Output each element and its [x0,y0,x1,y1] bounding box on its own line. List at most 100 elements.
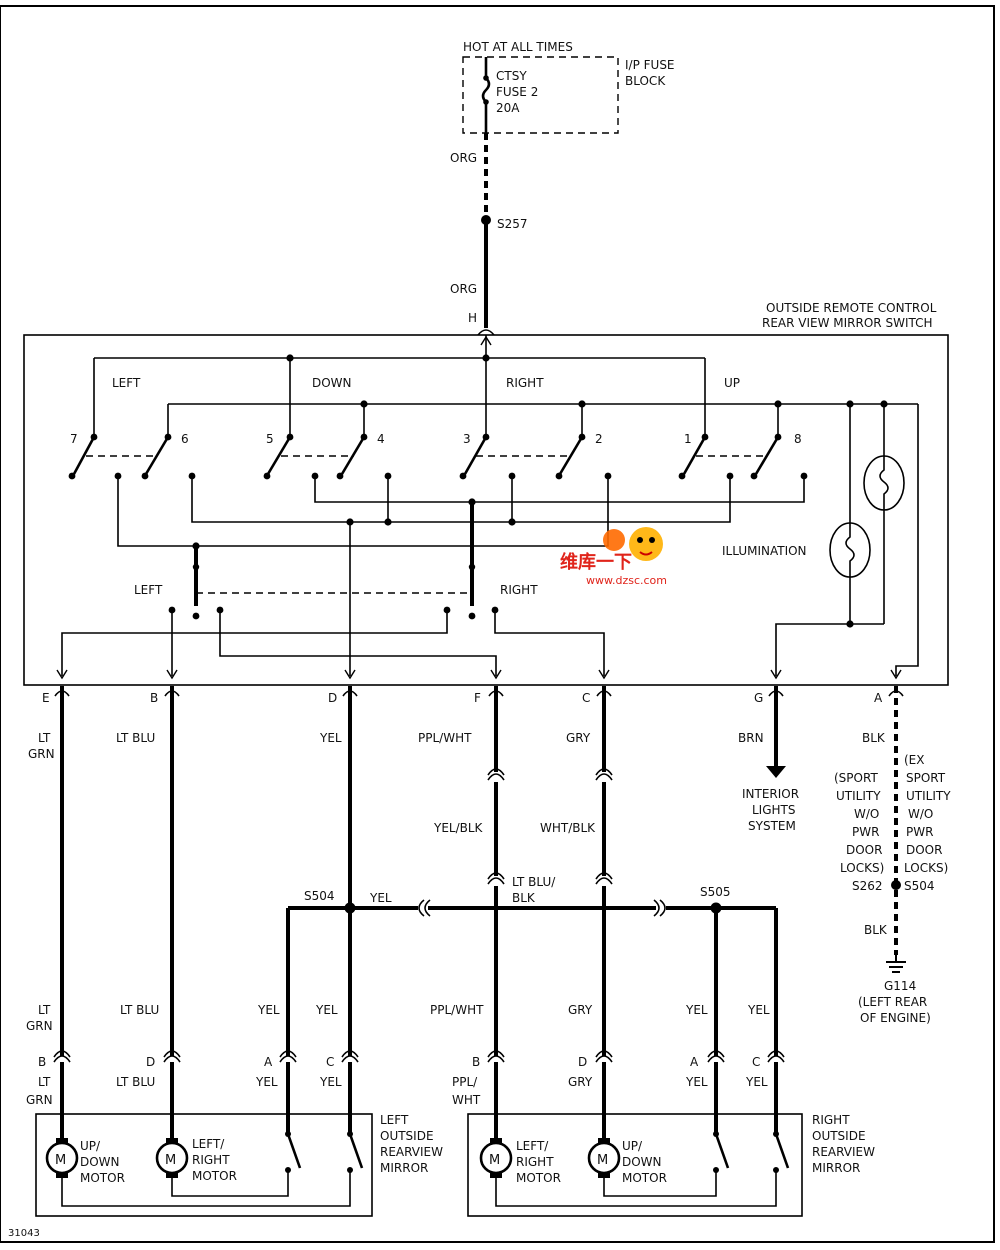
switch-contacts [68,433,808,480]
splice-label-s257: S257 [497,217,528,231]
left-mirror-motor-1-label-3: MOTOR [80,1171,125,1185]
splice-label-s504-right: S504 [904,879,935,893]
figure-id: 31043 [8,1228,40,1239]
wire-label-e: LT [38,731,51,745]
fuse-block: HOT AT ALL TIMES CTSY FUSE 2 20A I/P FUS… [462,40,675,134]
left-mirror-box [35,1113,373,1217]
mirror-wire-label-left-e-2: GRN [26,1093,53,1107]
sport-utility-note: (SPORT [834,771,878,785]
right-mirror-motor-1-label-2: RIGHT [516,1155,554,1169]
dzsc-watermark-logo: 维库一下 www.dzsc.com [560,527,667,587]
left-mirror-motor-2-label: LEFT/ [192,1137,225,1151]
ex-sport-utility-note-5: PWR [906,825,933,839]
ex-sport-utility-note: (EX [904,753,924,767]
sport-utility-note-5: DOOR [846,843,882,857]
mirror-wire-label-left-b: LT BLU [116,1075,155,1089]
illumination-bulb-2 [863,455,905,511]
pin-label-6: 6 [181,432,189,446]
connector-label-b: B [150,691,158,705]
direction-label-up: UP [724,376,740,390]
splice-label-s505: S505 [700,885,731,899]
switch-output-arrows [56,335,902,680]
splice-s505 [710,902,722,914]
left-mirror-motor-1-label: UP/ [80,1139,101,1153]
wire-label-right-c: YEL [747,1003,770,1017]
watermark-url: www.dzsc.com [586,574,667,587]
harness-wires [60,686,901,1056]
splice-s257 [481,215,491,225]
left-mirror-title-4: MIRROR [380,1161,428,1175]
motor-symbol: M [489,1153,500,1168]
mirror-pin-label-left-c: C [326,1055,334,1069]
right-mirror-motor-2-label: UP/ [622,1139,643,1153]
mirror-wire-label-right-f: PPL/ [452,1075,478,1089]
splice-s504 [344,902,356,914]
watermark-brand: 维库一下 [560,551,632,573]
left-mirror-title: LEFT [380,1113,409,1127]
selector-label-left: LEFT [134,583,163,597]
mirror-wire-label-right-d: GRY [568,1075,593,1089]
right-mirror-wiring [495,1131,790,1207]
wire-label-blk-low: BLK [864,923,888,937]
switch-common-bus [93,335,706,437]
fuse-name-label: CTSY [496,69,527,83]
wire-label-right-a: YEL [685,1003,708,1017]
motor-icon: M [479,1138,513,1178]
mirror-wire-label-left-c: YEL [319,1075,342,1089]
splice-label-s262: S262 [852,879,883,893]
direction-label-right: RIGHT [506,376,544,390]
wire-label-right-f: PPL/WHT [430,1003,484,1017]
splice-label-s504: S504 [304,889,335,903]
pin-label-4: 4 [377,432,385,446]
diagram-frame [0,5,995,1243]
ex-sport-utility-note-2: SPORT [906,771,946,785]
mirror-wire-label-left-a: YEL [255,1075,278,1089]
fuse-block-label: I/P FUSE [625,58,675,72]
mirror-wire-label-left-e: LT [38,1075,51,1089]
left-mirror-motor-2-label-3: MOTOR [192,1169,237,1183]
right-mirror-box [467,1113,803,1217]
illumination-label: ILLUMINATION [722,544,807,558]
connector-label-f: F [474,691,481,705]
pin-label-8: 8 [794,432,802,446]
inline-connectors [418,768,666,917]
right-mirror-title-3: REARVIEW [812,1145,875,1159]
left-mirror-title-3: REARVIEW [380,1145,443,1159]
wire-label-org-top: ORG [450,151,477,165]
interior-lights-arrow [766,766,786,778]
ground-description-2: OF ENGINE) [860,1011,931,1025]
switch-title: OUTSIDE REMOTE CONTROL [766,301,937,315]
mirror-pin-label-right-d: D [578,1055,587,1069]
right-mirror-motor-2-label-3: MOTOR [622,1171,667,1185]
wire-label-yel-blk: YEL/BLK [433,821,484,835]
mirror-pin-label-right-c: C [752,1055,760,1069]
pin-label-3: 3 [463,432,471,446]
mirror-wire-label-right-f-2: WHT [452,1093,481,1107]
left-mirror-motor-1-label-2: DOWN [80,1155,120,1169]
sport-utility-note-4: PWR [852,825,879,839]
motor-symbol: M [55,1153,66,1168]
wire-label-f: PPL/WHT [418,731,472,745]
mirror-connectors [53,1050,785,1063]
sport-utility-note-3: W/O [854,807,879,821]
wire-label-a: BLK [862,731,886,745]
wire-label-c: GRY [566,731,591,745]
wire-label-org-mid: ORG [450,282,477,296]
illumination-bulb-1 [829,522,871,578]
pin-label-5: 5 [266,432,274,446]
wire-label-g: BRN [738,731,764,745]
ground-description: (LEFT REAR [858,995,927,1009]
fuse-number-label: FUSE 2 [496,85,538,99]
left-mirror-motor-2-label-2: RIGHT [192,1153,230,1167]
interior-lights-label-2: LIGHTS [752,803,796,817]
pin-label-2: 2 [595,432,603,446]
mirror-pin-label-right-b: B [472,1055,480,1069]
connector-label-c: C [582,691,590,705]
connector-label-d: D [328,691,337,705]
pin-label-7: 7 [70,432,78,446]
wire-label-wht-blk: WHT/BLK [540,821,596,835]
switch-internal-wiring [61,404,919,676]
right-mirror-motor-2-label-2: DOWN [622,1155,662,1169]
wire-label-left-a: YEL [257,1003,280,1017]
